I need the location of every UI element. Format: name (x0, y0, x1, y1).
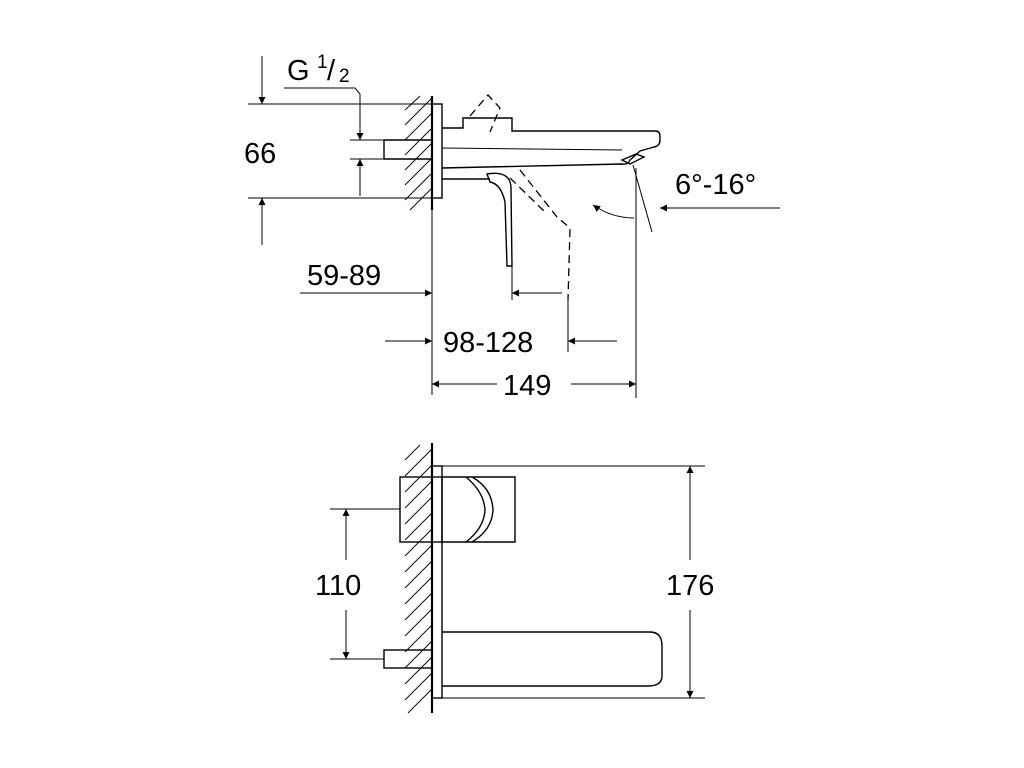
dimension-59-89: 59-89 (300, 210, 562, 395)
front-spout (442, 631, 663, 687)
wall-plate (431, 103, 443, 199)
dim-149-label: 149 (503, 370, 551, 402)
dim-98-128-label: 98-128 (443, 327, 533, 359)
lever-solid (486, 172, 513, 267)
wall-hatching-top (404, 95, 434, 211)
front-handle-base (399, 476, 443, 543)
front-wall-plate (431, 465, 443, 699)
dim-176-label: 176 (666, 570, 714, 602)
thread-label: G 1 / 2 (284, 52, 384, 196)
lever-dashed (469, 94, 571, 301)
dimension-66: 66 (244, 56, 432, 245)
dimension-176: 176 (442, 465, 714, 699)
thread-slash: / (327, 55, 336, 87)
thread-prefix: G (287, 55, 310, 87)
dim-59-89-label: 59-89 (307, 260, 381, 292)
dim-angle-label: 6°-16° (675, 169, 756, 201)
dim-66-label: 66 (244, 138, 276, 170)
front-handle (442, 476, 516, 543)
dimension-110: 110 (315, 508, 400, 660)
dimension-98-128: 98-128 (385, 300, 617, 359)
wall-hatching-bottom (404, 443, 434, 714)
dimension-149: 149 (432, 168, 637, 402)
dim-110-label: 110 (315, 570, 361, 602)
thread-denominator: 2 (339, 66, 350, 87)
dimension-angle: 6°-16° (592, 164, 780, 233)
side-view: G 1 / 2 66 6°-16° (244, 52, 780, 402)
front-view: 110 176 (315, 443, 714, 714)
thread-numerator: 1 (317, 52, 328, 73)
spout-outline (441, 117, 661, 169)
pipe-stub (383, 139, 432, 160)
